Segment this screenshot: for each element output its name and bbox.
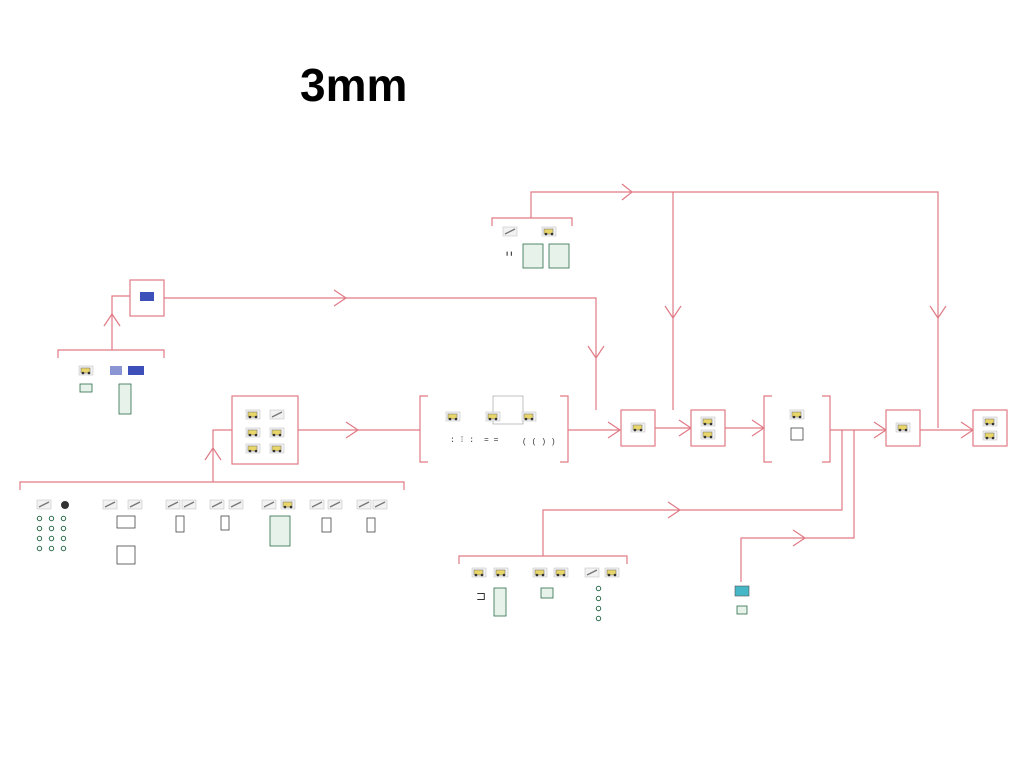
part-icon xyxy=(127,499,143,510)
part-icon xyxy=(261,499,277,510)
part-icon xyxy=(327,499,343,510)
nut-icon xyxy=(61,501,69,509)
svg-text:( ( ) ): ( ( ) ) xyxy=(522,438,556,447)
part-icon xyxy=(553,567,569,578)
part-icon xyxy=(245,427,261,438)
screw-set-icon xyxy=(522,243,544,269)
bracket-stage: : ⁞ : = = ( ( ) ) xyxy=(419,395,622,463)
part-icon xyxy=(372,499,388,510)
part-icon xyxy=(110,366,122,375)
svg-text:: ⁞ :: : ⁞ : xyxy=(450,436,474,445)
part-icon xyxy=(165,499,181,510)
part-icon xyxy=(269,443,285,454)
part-icon xyxy=(604,567,620,578)
parts-group-bottom: ⊐ xyxy=(458,430,855,622)
assembly-step-box xyxy=(690,409,726,447)
part-icon xyxy=(245,443,261,454)
top-branch: ╻╻ xyxy=(491,183,947,428)
assembly-icon xyxy=(789,409,805,420)
part-icon xyxy=(493,567,509,578)
part-icon xyxy=(532,567,548,578)
part-icon xyxy=(356,499,372,510)
part-icon xyxy=(209,499,225,510)
assembly-icon xyxy=(700,429,716,440)
part-icon xyxy=(584,567,600,578)
part-icon xyxy=(309,499,325,510)
part-icon xyxy=(36,499,52,510)
part-icon xyxy=(181,499,197,510)
part-icon xyxy=(485,411,501,422)
assembly-icon xyxy=(630,422,646,433)
final-assembly-box xyxy=(972,409,1008,447)
part-icon xyxy=(445,411,461,422)
svg-text:╻╻: ╻╻ xyxy=(505,249,513,256)
part-icon xyxy=(228,499,244,510)
upper-left-branch xyxy=(57,279,605,415)
plate-icon xyxy=(128,366,144,375)
part-icon xyxy=(269,409,285,420)
part-icon xyxy=(78,365,94,376)
svg-text:⊐: ⊐ xyxy=(476,589,486,603)
subassembly-box xyxy=(231,395,299,465)
part-icon xyxy=(245,409,261,420)
assembly-icon xyxy=(895,422,911,433)
screw-nut-grid xyxy=(36,515,67,552)
svg-text:= =: = = xyxy=(484,436,499,445)
part-icon xyxy=(502,226,518,237)
parts-group-left xyxy=(19,395,420,565)
part-icon xyxy=(280,499,296,510)
page-title: 3mm xyxy=(300,59,408,111)
plate-icon xyxy=(140,292,154,301)
main-flow xyxy=(620,395,1008,463)
screw-set-icon xyxy=(548,243,570,269)
part-icon xyxy=(102,499,118,510)
assembly-icon xyxy=(982,416,998,427)
part-icon xyxy=(269,427,285,438)
plate-icon xyxy=(734,585,750,597)
part-icon xyxy=(521,411,537,422)
part-icon xyxy=(541,226,557,237)
assembly-icon xyxy=(982,430,998,441)
part-icon xyxy=(471,567,487,578)
assembly-icon xyxy=(700,416,716,427)
